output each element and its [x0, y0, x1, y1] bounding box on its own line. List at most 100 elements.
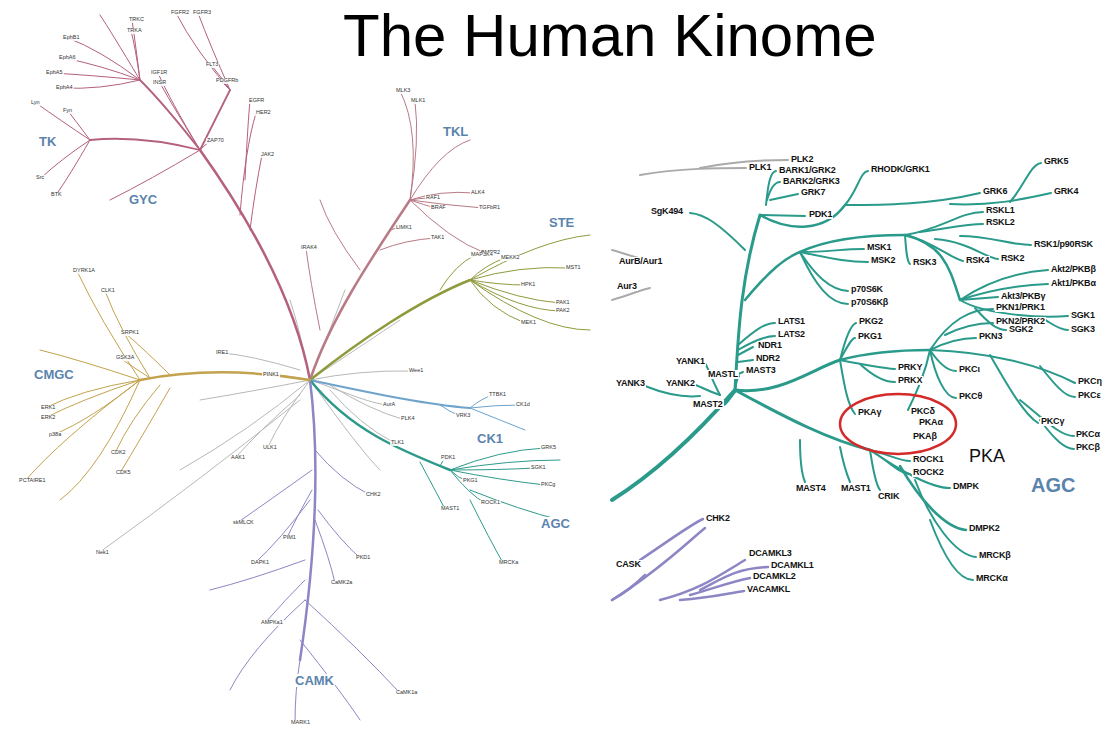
tree-branch [640, 168, 746, 175]
kinase-name: PKCβ [1075, 443, 1101, 452]
tree-branch [845, 193, 980, 205]
kinase-name: PDGFRb [215, 78, 239, 84]
tree-branch [930, 520, 973, 580]
tree-branch [420, 462, 445, 509]
kinase-name: GSK3A [115, 355, 135, 361]
tree-branch [140, 373, 310, 381]
zoom-agc-branches [612, 163, 1075, 580]
tree-branch [1010, 163, 1041, 202]
kinase-name: PKAγ [857, 408, 882, 417]
kinase-name: EphA5 [45, 70, 64, 76]
kinase-name: PDK1 [808, 210, 833, 219]
kinase-name: CLK1 [100, 288, 116, 294]
tree-branch [695, 385, 720, 395]
kinase-name: TRKA [126, 28, 143, 34]
kinase-name: TLK1 [390, 440, 405, 446]
tree-branch [960, 270, 1048, 300]
kinase-name: RAF1 [425, 195, 441, 201]
tkl-branches [306, 91, 485, 380]
kinase-name: BARK2/GRK3 [782, 177, 841, 186]
tree-branch [1020, 400, 1074, 436]
kinase-name: IRE1 [215, 350, 229, 356]
tree-branch [470, 280, 525, 323]
group-name: GYC [128, 193, 158, 206]
kinase-name: PKAα [918, 418, 944, 427]
tree-branch [56, 140, 90, 195]
tree-branch [800, 252, 848, 291]
kinase-name: Akt3/PKBγ [1000, 292, 1046, 301]
kinase-name: p70S6K [850, 285, 884, 294]
kinase-name: SGK2 [1008, 325, 1034, 334]
tree-branch [320, 200, 360, 270]
tk-branches [36, 13, 310, 380]
kinase-name: ERK1 [40, 405, 56, 411]
tree-branch [120, 388, 170, 473]
kinase-name: Src [35, 175, 45, 181]
kinase-name: TGFbR1 [478, 205, 501, 211]
tree-branch [68, 38, 140, 80]
group-name: TK [38, 135, 57, 148]
tree-branch [738, 347, 753, 355]
kinase-name: GRK4 [1053, 187, 1079, 196]
kinase-name: LIMK1 [395, 225, 413, 231]
tree-branch [265, 580, 305, 623]
kinase-name: CDK2 [110, 450, 127, 456]
kinase-name: TAK1 [430, 235, 445, 241]
kinase-name: AurA [382, 402, 396, 408]
kinase-name: AAK1 [230, 455, 246, 461]
kinase-name: NDR1 [757, 341, 783, 350]
highlight-ellipse [840, 394, 956, 454]
tree-branch [125, 333, 170, 375]
kinase-name: MSK1 [866, 243, 892, 252]
tree-branch [960, 236, 1031, 245]
tree-branch [470, 500, 503, 563]
kinase-name: Aur3 [616, 282, 638, 291]
cmgc-branches [25, 271, 310, 500]
kinase-name: PKN1/PRK1 [995, 303, 1046, 312]
kinase-name: DYRK1A [72, 268, 96, 274]
tree-branch [905, 235, 910, 264]
kinase-name: RSK4 [965, 256, 990, 265]
tree-branch [450, 470, 545, 485]
tree-branch [760, 215, 805, 216]
tree-branch [612, 390, 735, 500]
kinase-name: LATS1 [777, 317, 806, 326]
kinase-name: DCAMKL1 [770, 561, 815, 570]
tree-branch [51, 73, 140, 80]
tree-branch [770, 194, 798, 200]
tree-branch [1040, 366, 1075, 397]
kinase-name: ALK4 [470, 190, 485, 196]
tree-branch [410, 101, 417, 200]
group-name: TKL [442, 125, 469, 138]
kinase-name: CDK5 [115, 470, 132, 476]
kinase-name: FGFR3 [192, 10, 212, 16]
callout-label: PKA [968, 447, 1006, 465]
kinase-name: FGFR2 [170, 10, 190, 16]
kinase-name: MAST1 [440, 506, 460, 512]
kinase-name: YANK3 [615, 379, 646, 388]
kinase-name: PKCη [1077, 377, 1103, 386]
tree-branch [140, 80, 200, 150]
zoom-grey-branches [612, 160, 788, 300]
kinase-name: PKD1 [355, 555, 371, 561]
kinase-name: DMPK2 [968, 524, 1001, 533]
tree-branch [930, 338, 976, 350]
kinase-name: DCAMKL2 [752, 572, 797, 581]
kinase-name: MRCKα [975, 574, 1009, 583]
tree-branch [310, 380, 470, 408]
kinase-name: PCTAIRE1 [18, 478, 47, 484]
tree-branch [245, 101, 250, 180]
kinase-name: ERK2 [40, 415, 56, 421]
kinase-name: SGK1 [1070, 311, 1096, 320]
kinase-name: IRAK4 [300, 245, 318, 251]
tree-branch [310, 320, 400, 380]
tree-branch [800, 252, 848, 304]
tree-branch [905, 235, 960, 300]
kinase-name: PKCι [958, 365, 981, 374]
tree-branch [450, 460, 560, 470]
tree-branch [90, 139, 200, 150]
kinase-name: skMLCK [232, 520, 255, 526]
kinase-name: DAPK1 [250, 560, 270, 566]
kinase-name: LATS2 [777, 330, 806, 339]
tree-branch [410, 192, 475, 200]
